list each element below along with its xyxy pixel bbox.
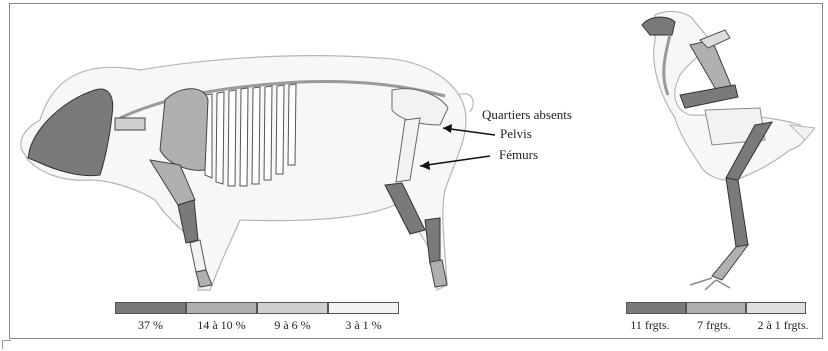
label-femurs: Fémurs xyxy=(499,147,538,163)
pig-legend-swatch-1 xyxy=(115,302,186,314)
bird-legend-swatch-1 xyxy=(626,302,686,314)
label-pelvis: Pelvis xyxy=(500,126,532,142)
pig-legend-label-3: 9 à 6 % xyxy=(257,318,328,333)
pig-skeleton xyxy=(21,56,495,290)
bird-legend-swatch-2 xyxy=(686,302,746,314)
bird-legend-swatch-3 xyxy=(746,302,806,314)
pig-legend-swatch-4 xyxy=(328,302,399,314)
bird-skull xyxy=(642,17,675,35)
pig-legend xyxy=(115,302,399,314)
bird-skeleton xyxy=(642,11,815,290)
bird-legend xyxy=(626,302,806,314)
bird-legend-labels: 11 frgts. 7 frgts. 2 à 1 frgts. xyxy=(618,318,820,333)
pig-legend-label-2: 14 à 10 % xyxy=(186,318,257,333)
bird-legend-label-3: 2 à 1 frgts. xyxy=(746,318,820,333)
pig-skull xyxy=(28,89,113,176)
pig-scapula xyxy=(160,89,208,171)
pig-legend-swatch-3 xyxy=(257,302,328,314)
pig-legend-labels: 37 % 14 à 10 % 9 à 6 % 3 à 1 % xyxy=(115,318,399,333)
label-quartiers-absents: Quartiers absents xyxy=(482,107,572,123)
pig-legend-swatch-2 xyxy=(186,302,257,314)
pig-legend-label-4: 3 à 1 % xyxy=(328,318,399,333)
bird-legend-label-1: 11 frgts. xyxy=(618,318,682,333)
pig-legend-label-1: 37 % xyxy=(115,318,186,333)
bird-legend-label-2: 7 frgts. xyxy=(682,318,746,333)
